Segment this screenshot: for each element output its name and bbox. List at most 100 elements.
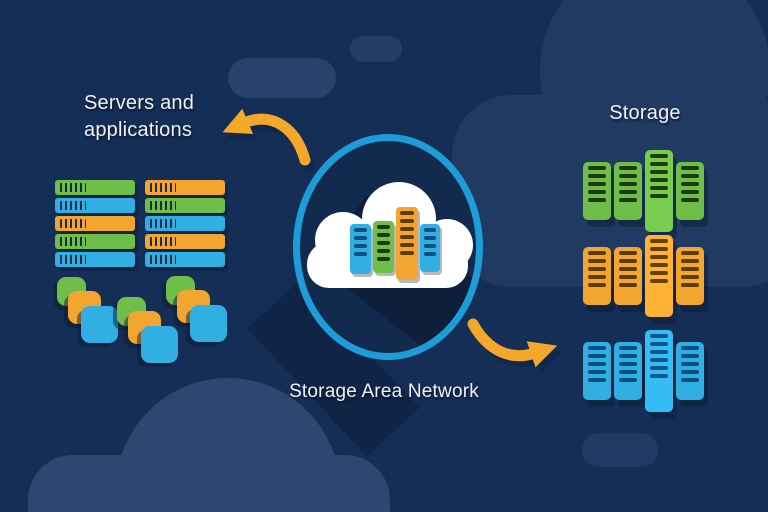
tower-slot	[619, 362, 637, 366]
tower-slot	[376, 249, 390, 253]
storage-tower-icon	[676, 247, 704, 305]
storage-row	[583, 150, 704, 232]
tower-slot	[588, 166, 606, 170]
tower-slot	[681, 378, 699, 382]
tower-slot	[588, 267, 606, 271]
server-led-ticks	[60, 183, 86, 192]
tower-slot	[681, 275, 699, 279]
server-led-ticks	[150, 201, 176, 210]
tower-slot	[650, 279, 668, 283]
tower-slot	[400, 235, 414, 239]
tower-slot	[588, 378, 606, 382]
tower-slot	[650, 358, 668, 362]
server-led-ticks	[150, 255, 176, 264]
storage-tower-icon	[583, 162, 611, 220]
storage-tower-icon	[645, 150, 673, 232]
server-bar	[145, 180, 225, 195]
tower-slot	[400, 219, 414, 223]
tower-slot	[619, 182, 637, 186]
server-led-ticks	[60, 201, 86, 210]
tower-slot	[588, 362, 606, 366]
tower-slot	[400, 227, 414, 231]
server-rack	[55, 180, 225, 270]
server-led-ticks	[60, 219, 86, 228]
servers-label: Servers and applications	[84, 92, 195, 141]
tower-slot	[400, 251, 414, 255]
san-mini-server-icon	[420, 224, 440, 272]
tower-slot	[681, 354, 699, 358]
tower-slot	[650, 170, 668, 174]
tower-slot	[423, 228, 437, 232]
tower-slot	[588, 354, 606, 358]
tower-slot	[619, 251, 637, 255]
storage-tower-icon	[676, 342, 704, 400]
tower-slot	[650, 247, 668, 251]
server-led-ticks	[60, 255, 86, 264]
server-bar	[145, 216, 225, 231]
tower-slot	[650, 186, 668, 190]
tower-slot	[400, 211, 414, 215]
tower-slot	[619, 174, 637, 178]
application-icon	[190, 305, 227, 342]
tower-slot	[353, 228, 367, 232]
tower-slot	[650, 162, 668, 166]
server-bar	[145, 252, 225, 267]
storage-tower-icon	[583, 342, 611, 400]
tower-slot	[353, 252, 367, 256]
tower-slot	[650, 255, 668, 259]
application-icon	[141, 326, 178, 363]
server-bar	[145, 234, 225, 249]
tower-slot	[619, 166, 637, 170]
server-rack-column	[145, 180, 225, 270]
tower-slot	[588, 174, 606, 178]
tower-slot	[588, 275, 606, 279]
tower-slot	[681, 259, 699, 263]
tower-slot	[588, 283, 606, 287]
tower-slot	[376, 233, 390, 237]
tower-slot	[619, 198, 637, 202]
arrow-to-servers-shadow	[226, 114, 315, 172]
storage-tower-icon	[614, 162, 642, 220]
server-led-ticks	[150, 219, 176, 228]
san-mini-server-icon	[350, 224, 371, 274]
tower-slot	[619, 190, 637, 194]
tower-slot	[588, 259, 606, 263]
tower-slot	[650, 194, 668, 198]
server-bar	[55, 198, 135, 213]
tower-slot	[588, 346, 606, 350]
arrow-to-servers-icon	[222, 108, 311, 166]
tower-slot	[588, 198, 606, 202]
tower-slot	[423, 252, 437, 256]
server-bar	[55, 234, 135, 249]
tower-slot	[423, 244, 437, 248]
tower-slot	[376, 257, 390, 261]
tower-slot	[650, 374, 668, 378]
tower-slot	[681, 370, 699, 374]
storage-tower-icon	[676, 162, 704, 220]
storage-tower-icon	[614, 247, 642, 305]
background-cloud-pill-small	[350, 36, 402, 62]
tower-slot	[353, 236, 367, 240]
storage-label: Storage	[609, 102, 681, 124]
tower-slot	[681, 283, 699, 287]
tower-slot	[376, 225, 390, 229]
server-rack-column	[55, 180, 135, 270]
tower-slot	[650, 263, 668, 267]
tower-slot	[681, 198, 699, 202]
tower-slot	[376, 241, 390, 245]
server-bar	[55, 180, 135, 195]
tower-slot	[650, 154, 668, 158]
background-cloud-bottom-left-body	[28, 455, 390, 512]
arrow-to-storage-shadow	[472, 324, 563, 374]
tower-slot	[681, 174, 699, 178]
server-bar	[145, 198, 225, 213]
tower-slot	[588, 251, 606, 255]
tower-slot	[650, 366, 668, 370]
server-led-ticks	[150, 183, 176, 192]
tower-slot	[681, 362, 699, 366]
tower-slot	[681, 166, 699, 170]
background-cloud-pill	[228, 58, 336, 98]
tower-slot	[423, 236, 437, 240]
tower-slot	[588, 370, 606, 374]
